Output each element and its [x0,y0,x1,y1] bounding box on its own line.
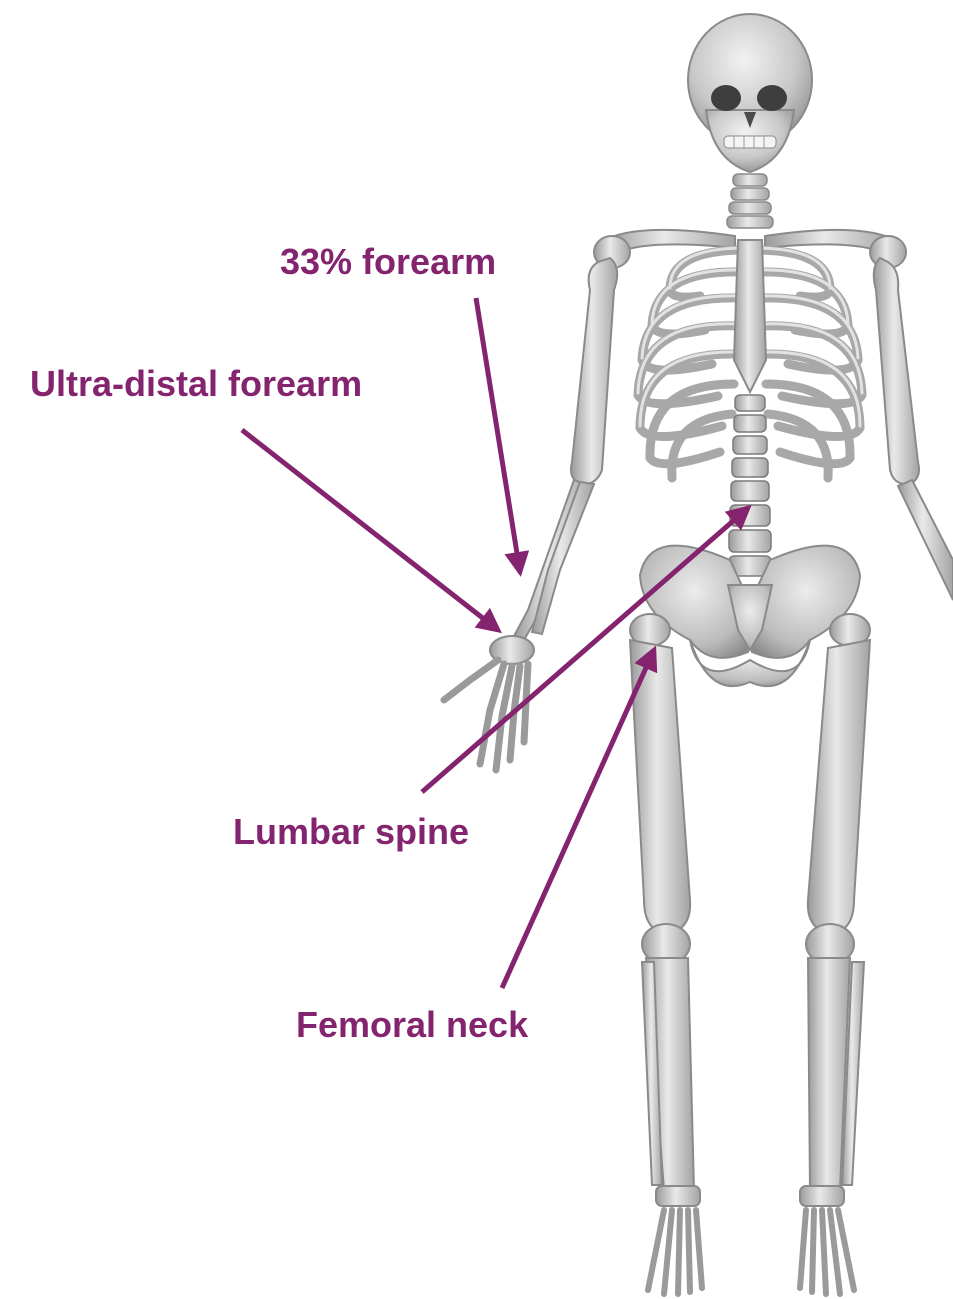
arrow-ultra-distal-forearm [242,430,498,630]
label-33-forearm: 33% forearm [280,244,496,280]
label-femoral-neck: Femoral neck [296,1007,528,1043]
label-lumbar-spine: Lumbar spine [233,814,469,850]
arrow-lumbar-spine [422,508,748,792]
label-ultra-distal-forearm: Ultra-distal forearm [30,366,362,402]
arrow-33-forearm [476,298,520,572]
